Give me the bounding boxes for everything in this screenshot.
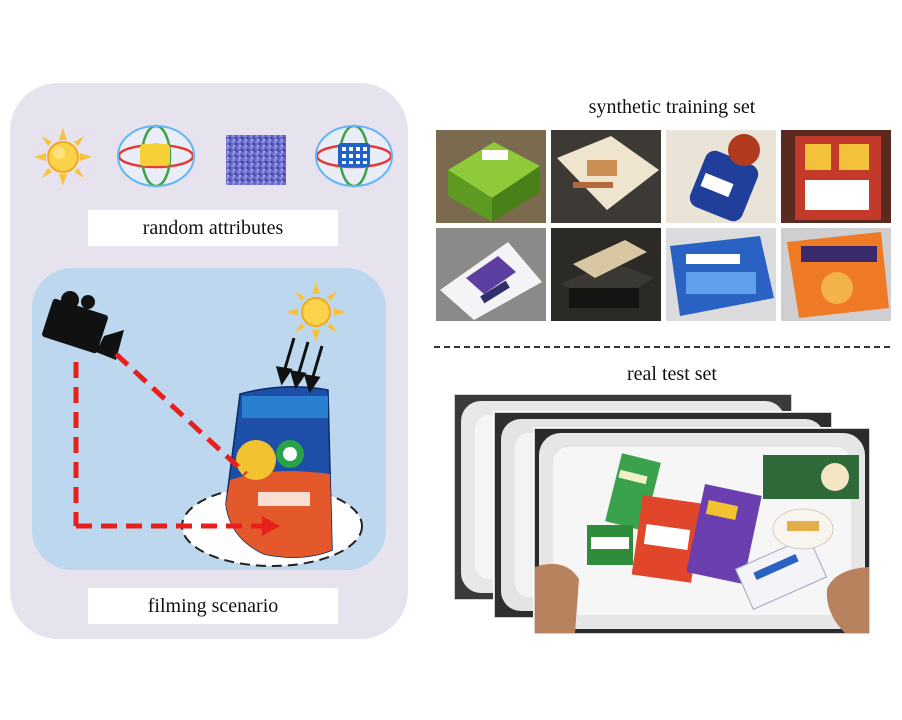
orbit-sphere-icon bbox=[117, 124, 195, 188]
section-divider bbox=[434, 346, 890, 348]
synthetic-sample-4 bbox=[781, 130, 891, 223]
hand-left bbox=[535, 563, 579, 633]
sun-icon bbox=[286, 282, 346, 342]
textured-orbit-sphere-icon bbox=[315, 124, 393, 188]
real-set-title: real test set bbox=[627, 363, 717, 385]
real-sample-front bbox=[534, 428, 870, 634]
product-purple-box bbox=[686, 483, 762, 585]
product-white-box bbox=[734, 535, 828, 611]
synthetic-sample-1 bbox=[436, 130, 546, 223]
synthetic-sample-6 bbox=[551, 228, 661, 321]
synthetic-sample-5 bbox=[436, 228, 546, 321]
noise-texture-icon bbox=[226, 135, 286, 185]
hand-right bbox=[826, 567, 869, 633]
synthetic-sample-3 bbox=[666, 130, 776, 223]
synthetic-sample-8 bbox=[781, 228, 891, 321]
synthetic-sample-2 bbox=[551, 130, 661, 223]
camera-icon bbox=[42, 291, 124, 360]
path-arrowhead bbox=[262, 516, 280, 536]
sun-icon bbox=[34, 128, 92, 186]
random-attributes-label: random attributes bbox=[88, 210, 338, 246]
product-green-box bbox=[763, 455, 859, 499]
synthetic-set-title: synthetic training set bbox=[588, 96, 756, 118]
product-snack-box bbox=[631, 495, 703, 583]
product-cup bbox=[772, 508, 834, 550]
filming-scenario-label: filming scenario bbox=[88, 588, 338, 624]
camera-path bbox=[73, 352, 268, 529]
light-arrows-icon bbox=[275, 337, 324, 394]
detergent-pack-object bbox=[225, 386, 333, 558]
synthetic-sample-7 bbox=[666, 228, 776, 321]
product-gum-pack bbox=[587, 525, 633, 565]
filming-scene bbox=[42, 282, 363, 567]
